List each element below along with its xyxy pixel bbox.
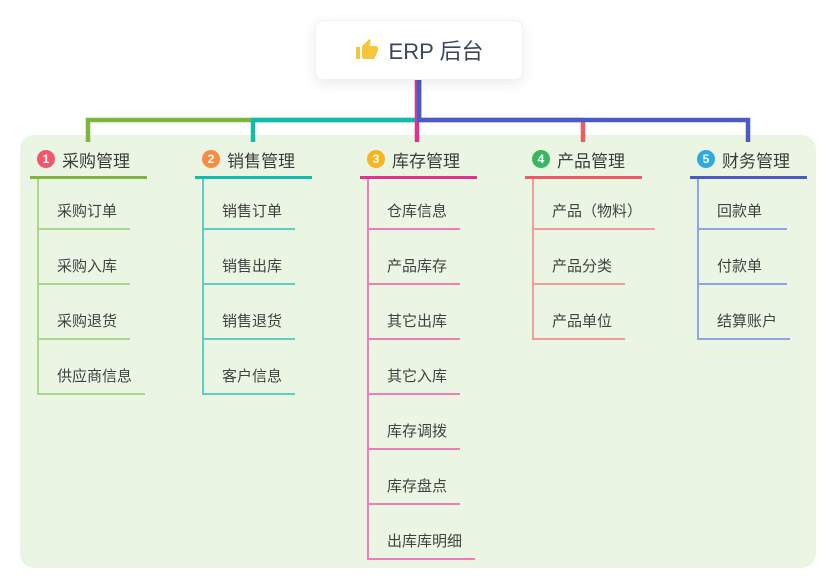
branch-node-label: 财务管理 — [722, 151, 790, 171]
mindmap-node[interactable]: 产品库存 — [369, 230, 461, 285]
mindmap-node[interactable]: 供应商信息 — [39, 340, 146, 395]
mindmap-node[interactable]: 出库库明细 — [369, 505, 476, 560]
branch-1: 1 采购管理采购订单采购入库采购退货供应商信息 — [30, 148, 147, 395]
mindmap-node[interactable]: 库存盘点 — [369, 450, 461, 505]
mindmap-node[interactable]: 回款单 — [699, 179, 787, 230]
root-node[interactable]: ERP 后台 — [315, 20, 523, 80]
branch-number-badge: 5 — [697, 150, 715, 168]
mindmap-node[interactable]: 采购订单 — [39, 179, 131, 230]
branch-2: 2 销售管理销售订单销售出库销售退货客户信息 — [195, 148, 312, 395]
mindmap-node[interactable]: 产品分类 — [534, 230, 626, 285]
branch-children: 采购订单采购入库采购退货供应商信息 — [37, 179, 147, 395]
mindmap-node[interactable]: 库存调拨 — [369, 395, 461, 450]
mindmap-node[interactable]: 客户信息 — [204, 340, 296, 395]
branch-children: 产品（物料）产品分类产品单位 — [532, 179, 656, 340]
mindmap-node[interactable]: 结算账户 — [699, 285, 791, 340]
connector-branch-2 — [250, 80, 422, 142]
mindmap-node[interactable]: 产品（物料） — [534, 179, 656, 230]
branch-node[interactable]: 4 产品管理 — [525, 148, 642, 179]
mindmap-node[interactable]: 销售退货 — [204, 285, 296, 340]
mindmap-node[interactable]: 销售订单 — [204, 179, 296, 230]
branch-node[interactable]: 3 库存管理 — [360, 148, 477, 179]
mindmap-node[interactable]: 销售出库 — [204, 230, 296, 285]
branch-5: 5 财务管理回款单付款单结算账户 — [690, 148, 807, 340]
mindmap-node[interactable]: 采购退货 — [39, 285, 131, 340]
branch-children: 仓库信息产品库存其它出库其它入库库存调拨库存盘点出库库明细 — [367, 179, 477, 560]
branch-node[interactable]: 5 财务管理 — [690, 148, 807, 179]
mindmap-node[interactable]: 产品单位 — [534, 285, 626, 340]
branch-number-badge: 3 — [367, 150, 385, 168]
connector-branch-5 — [416, 80, 751, 142]
mindmap-node[interactable]: 其它出库 — [369, 285, 461, 340]
branch-number-badge: 2 — [202, 150, 220, 168]
connector-branch-1 — [85, 80, 422, 142]
branch-number-badge: 1 — [37, 150, 55, 168]
branch-node-label: 销售管理 — [227, 151, 295, 171]
branch-node[interactable]: 1 采购管理 — [30, 148, 147, 179]
branch-3: 3 库存管理仓库信息产品库存其它出库其它入库库存调拨库存盘点出库库明细 — [360, 148, 477, 560]
branch-number-badge: 4 — [532, 150, 550, 168]
connector-branch-4 — [416, 80, 586, 142]
mindmap-node[interactable]: 采购入库 — [39, 230, 131, 285]
thumbs-up-icon — [355, 38, 379, 62]
branch-node[interactable]: 2 销售管理 — [195, 148, 312, 179]
branch-children: 销售订单销售出库销售退货客户信息 — [202, 179, 312, 395]
branch-node-label: 产品管理 — [557, 151, 625, 171]
branch-node-label: 采购管理 — [62, 151, 130, 171]
root-node-label: ERP 后台 — [388, 39, 484, 64]
mindmap-node[interactable]: 付款单 — [699, 230, 787, 285]
mindmap-node[interactable]: 其它入库 — [369, 340, 461, 395]
mindmap-node[interactable]: 仓库信息 — [369, 179, 461, 230]
branches-panel — [20, 135, 816, 568]
branch-node-label: 库存管理 — [392, 151, 460, 171]
branch-4: 4 产品管理产品（物料）产品分类产品单位 — [525, 148, 656, 340]
branch-children: 回款单付款单结算账户 — [697, 179, 807, 340]
